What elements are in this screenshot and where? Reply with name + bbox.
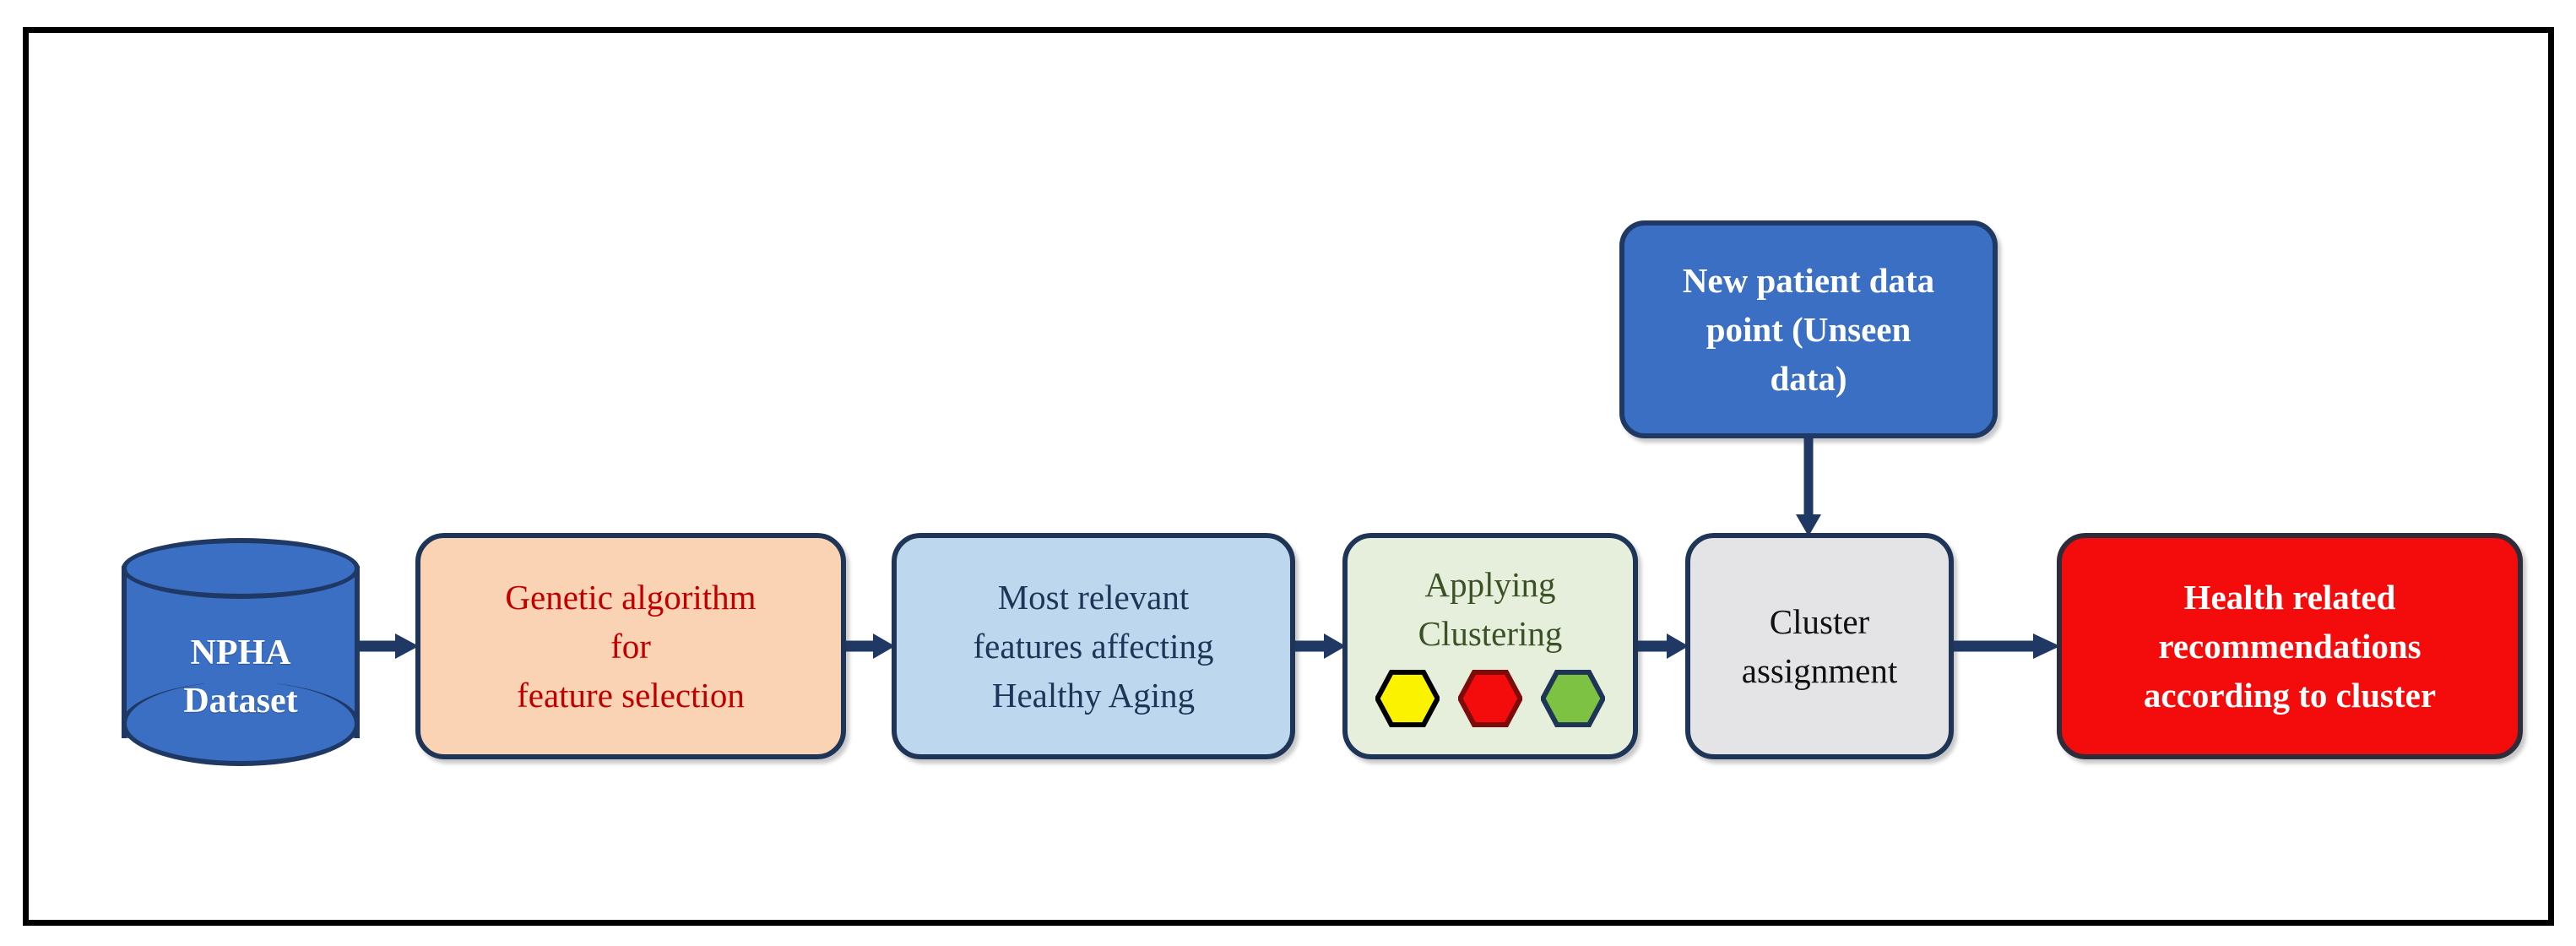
features-line-1: Most relevant xyxy=(997,577,1190,617)
arrow-cluster-assignment-to-recommendations xyxy=(1954,633,2060,659)
recommend-line-3: according to cluster xyxy=(2143,676,2437,715)
node-npha-dataset[interactable]: NPHA Dataset xyxy=(122,538,360,766)
applying-clustering-label: Applying Clustering xyxy=(1348,560,1633,658)
genetic-algorithm-label: Genetic algorithm for feature selection xyxy=(505,573,756,720)
new-patient-line-3: data) xyxy=(1770,359,1847,399)
diagram-frame: NPHA Dataset Genetic algorithm for featu… xyxy=(23,27,2554,926)
arrow-database-to-genetic xyxy=(360,633,419,659)
cluster-yellow-hexagon-icon xyxy=(1375,670,1440,728)
relevant-features-label: Most relevant features affecting Healthy… xyxy=(973,573,1214,720)
node-health-recommendations[interactable]: Health related recommendations according… xyxy=(2057,533,2523,759)
arrow-features-to-clustering xyxy=(1295,633,1346,659)
recommend-line-1: Health related xyxy=(2183,577,2396,617)
cluster-green-hexagon-icon xyxy=(1541,670,1605,728)
new-patient-label: New patient data point (Unseen data) xyxy=(1683,256,1934,404)
health-recommendations-label: Health related recommendations according… xyxy=(2144,573,2436,720)
cluster-red-hexagon-icon xyxy=(1458,670,1522,728)
node-genetic-algorithm[interactable]: Genetic algorithm for feature selection xyxy=(415,533,846,759)
genetic-line-1: Genetic algorithm xyxy=(505,577,757,617)
features-line-2: features affecting xyxy=(973,626,1214,666)
cluster-assignment-line-2: assignment xyxy=(1741,651,1898,690)
node-new-patient-data-point[interactable]: New patient data point (Unseen data) xyxy=(1619,220,1998,438)
npha-label-line-2: Dataset xyxy=(183,681,298,720)
cluster-assignment-line-1: Cluster xyxy=(1769,601,1870,641)
npha-label-line-1: NPHA xyxy=(190,633,291,672)
clustering-line-2: Clustering xyxy=(1418,614,1563,654)
arrow-clustering-to-cluster-assignment xyxy=(1638,633,1689,659)
new-patient-line-2: point (Unseen xyxy=(1706,309,1912,349)
new-patient-line-1: New patient data xyxy=(1682,260,1935,300)
features-line-3: Healthy Aging xyxy=(991,676,1196,715)
cluster-hexagon-row xyxy=(1348,670,1633,728)
arrow-new-patient-to-cluster-assignment xyxy=(1796,437,1821,536)
genetic-line-2: for xyxy=(610,626,651,666)
genetic-line-3: feature selection xyxy=(517,676,745,715)
node-cluster-assignment[interactable]: Cluster assignment xyxy=(1685,533,1954,759)
npha-dataset-label: NPHA Dataset xyxy=(122,629,360,725)
cylinder-bottom-ellipse xyxy=(122,682,360,766)
arrow-genetic-to-features xyxy=(846,633,895,659)
cylinder-top-ellipse xyxy=(122,538,360,599)
node-relevant-features[interactable]: Most relevant features affecting Healthy… xyxy=(892,533,1295,759)
recommend-line-2: recommendations xyxy=(2158,626,2421,666)
node-applying-clustering[interactable]: Applying Clustering xyxy=(1342,533,1638,759)
cluster-assignment-label: Cluster assignment xyxy=(1742,597,1897,695)
clustering-line-1: Applying xyxy=(1424,565,1556,604)
